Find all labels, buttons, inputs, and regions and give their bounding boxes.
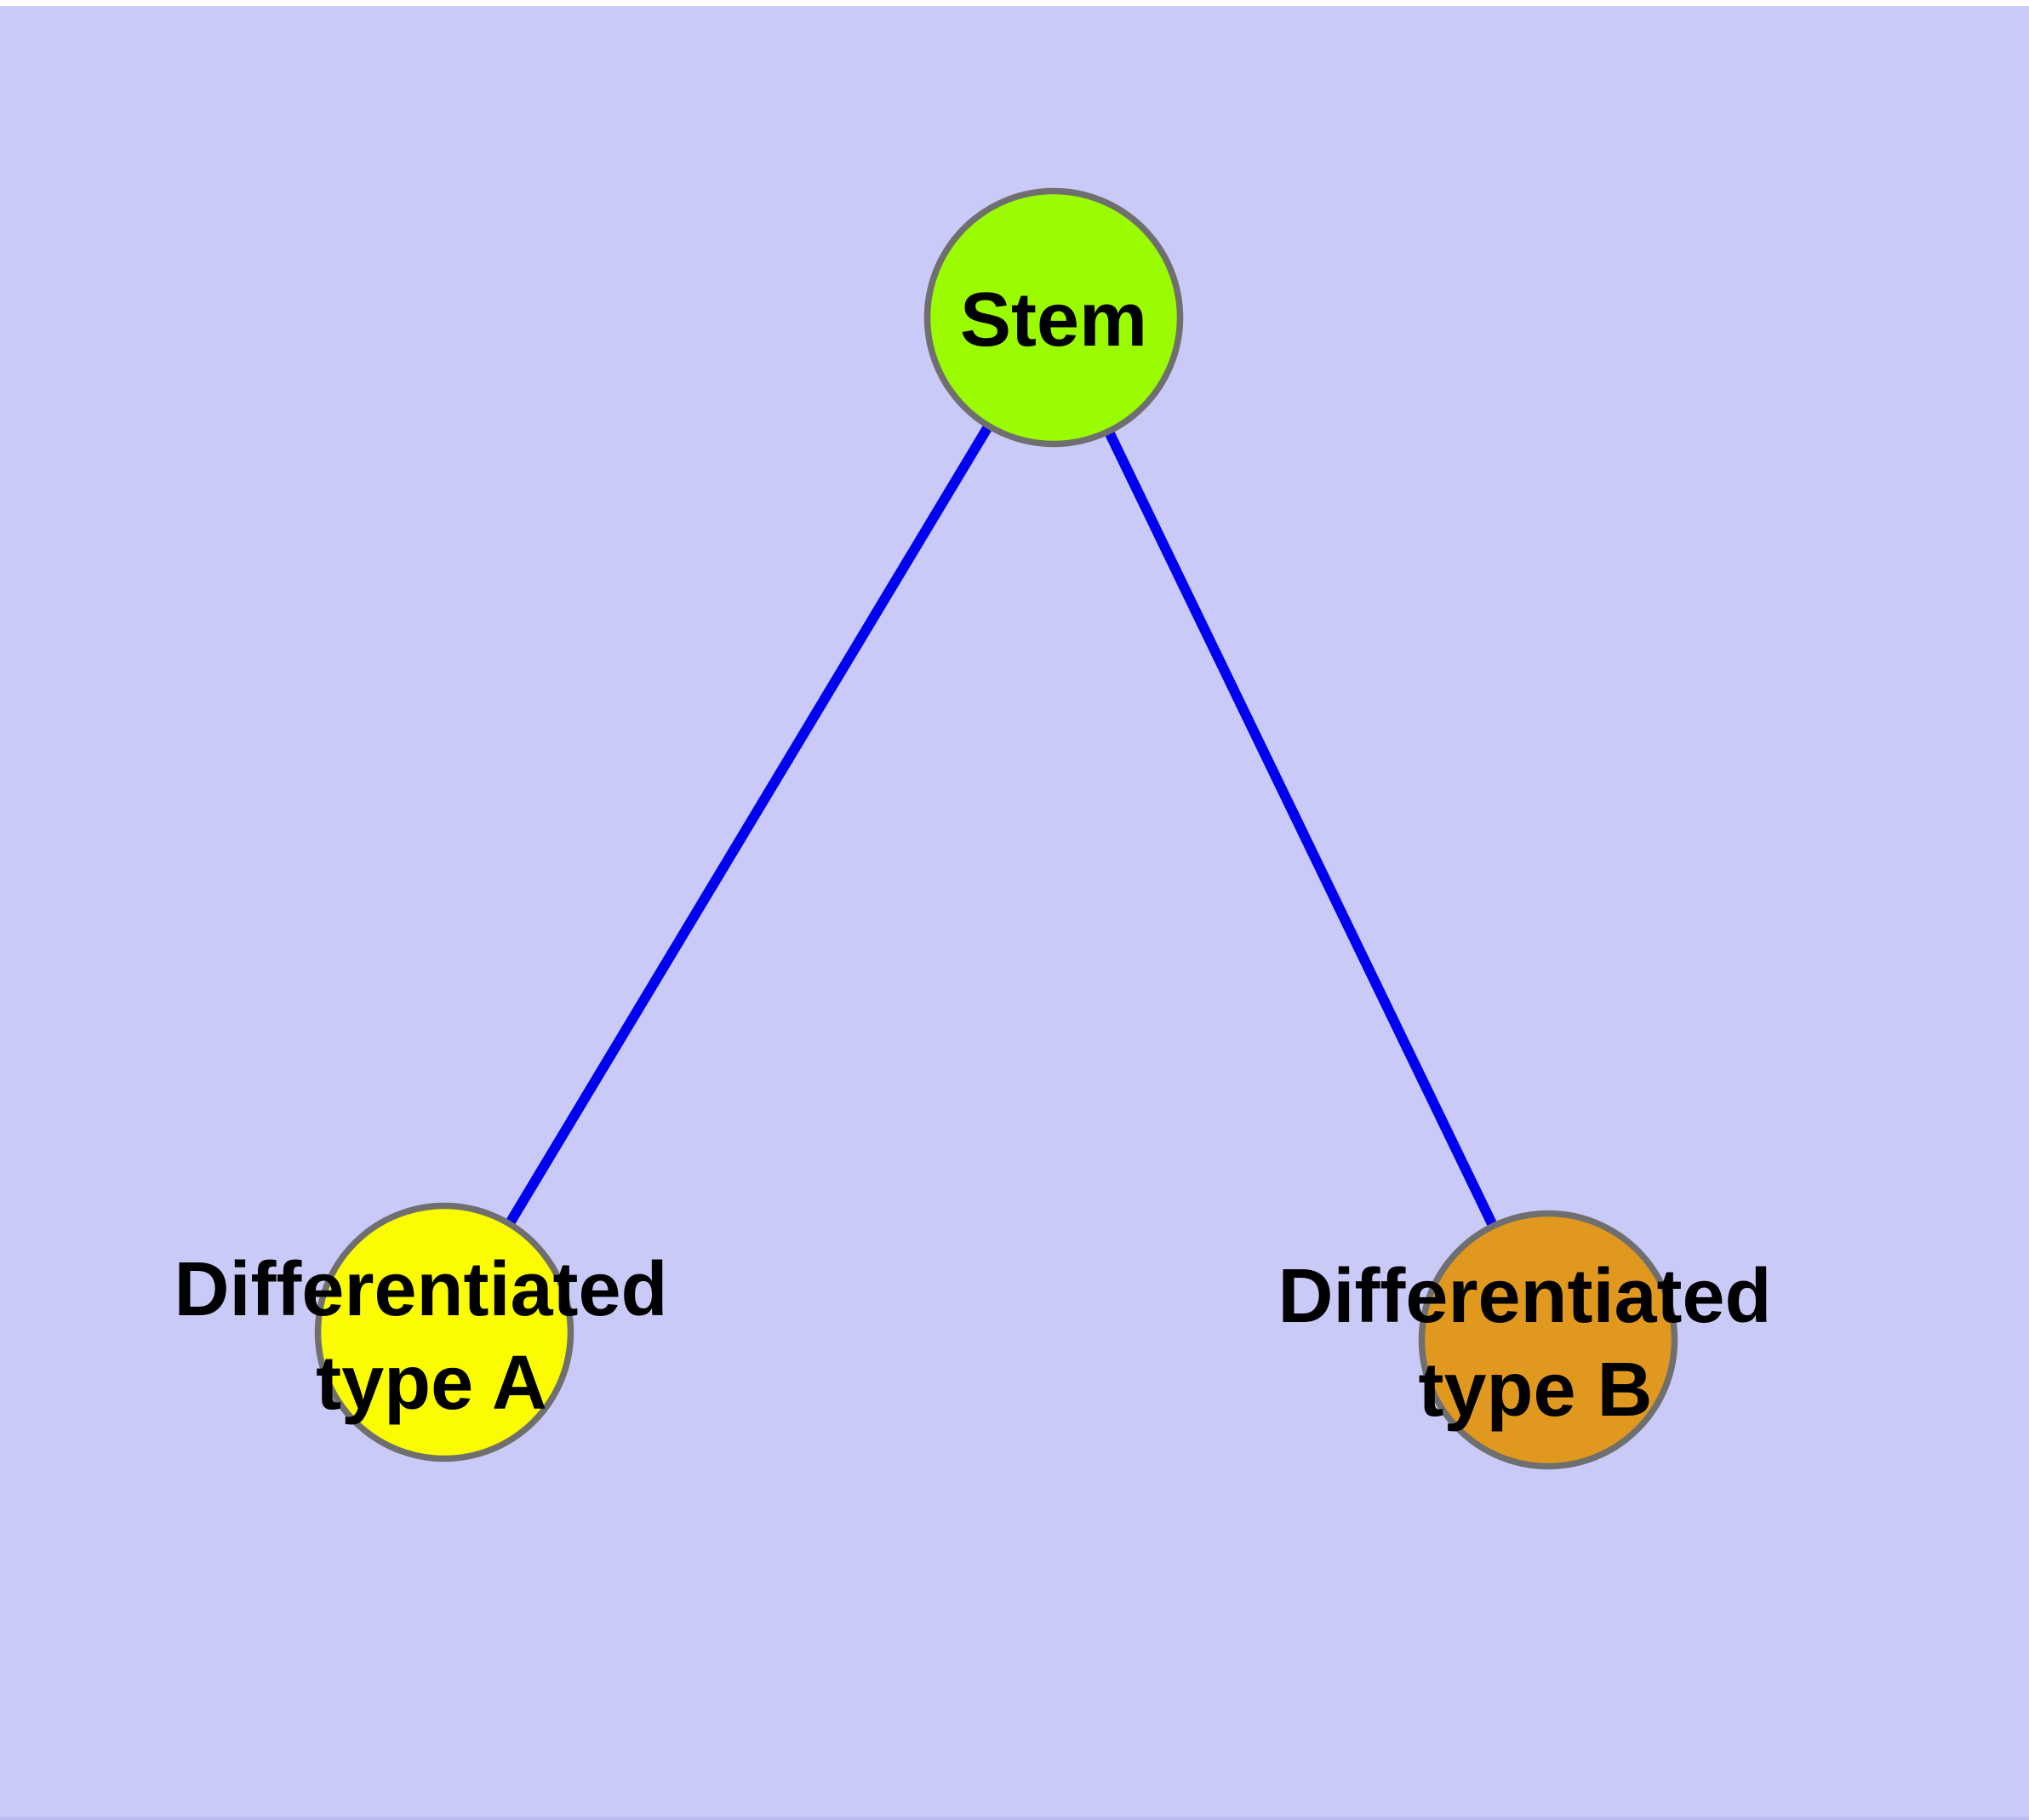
edge-stem-to-type-a: [439, 314, 1059, 1336]
node-differentiated-type-b-label: Differentiated type B: [1277, 1254, 1792, 1433]
node-differentiated-type-b-label-line2: type B: [1418, 1348, 1652, 1433]
node-differentiated-type-a-circle: [314, 1202, 574, 1462]
node-stem-label: Stem: [960, 278, 1147, 363]
bottom-edge-line: [0, 1817, 2029, 1820]
node-differentiated-type-a-label: Differentiated type A: [174, 1247, 689, 1426]
node-differentiated-type-a-label-line1: Differentiated: [174, 1247, 667, 1332]
top-margin-bar: [0, 0, 2029, 6]
edge-stem-to-type-b: [1049, 315, 1553, 1342]
node-differentiated-type-b-circle: [1418, 1210, 1678, 1470]
node-differentiated-type-b-label-line1: Differentiated: [1277, 1254, 1771, 1339]
node-differentiated-type-a-label-line2: type A: [316, 1341, 547, 1426]
node-stem-circle: [923, 187, 1184, 448]
